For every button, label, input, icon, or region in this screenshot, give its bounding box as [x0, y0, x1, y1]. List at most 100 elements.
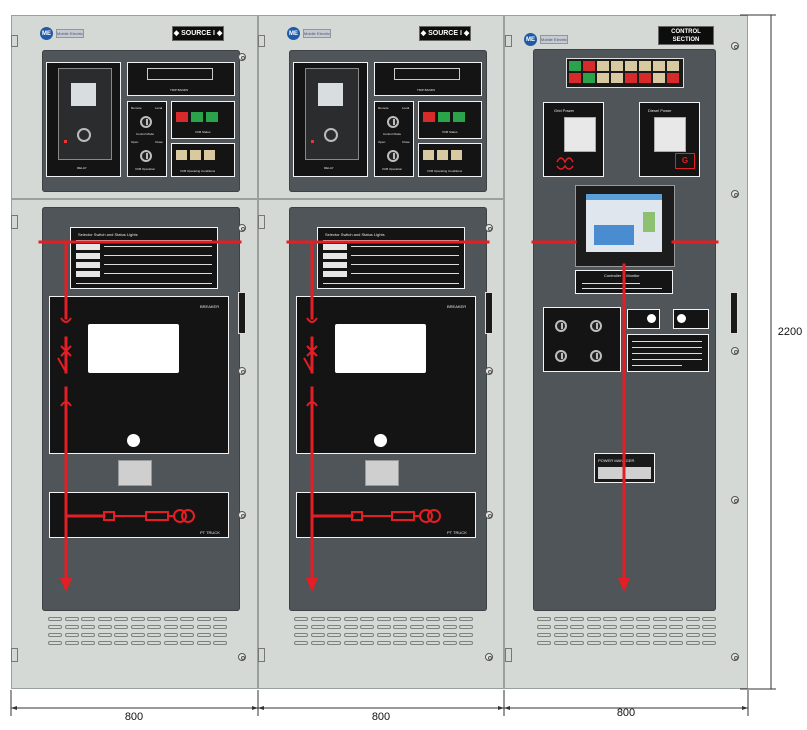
vent-slot [619, 641, 634, 645]
instruction-tag [323, 244, 347, 250]
breaker-window [335, 324, 426, 373]
vent-slot [147, 617, 161, 621]
vent-slot [537, 617, 551, 621]
vent-slot [64, 625, 79, 629]
vent-slot [360, 641, 374, 645]
vent-slot [426, 625, 440, 629]
diesel-power-label: Diesel Power [648, 108, 672, 113]
vent-slot [685, 617, 700, 621]
source-badge-label: SOURCE I [428, 30, 462, 37]
panel-screw [238, 653, 246, 661]
door-handle[interactable] [238, 292, 246, 334]
vent-slot [130, 633, 145, 637]
vent-slot [537, 625, 551, 629]
vent-slot [97, 625, 112, 629]
instruction-tag [76, 271, 100, 277]
vent-slot [294, 617, 308, 621]
controller-text [582, 283, 640, 284]
vent-slot [97, 641, 112, 645]
arrow-down-3 [618, 578, 630, 592]
vent-slot [360, 617, 374, 621]
vent-slot [48, 625, 62, 629]
vent-slot [636, 641, 650, 645]
control-mode-switch[interactable] [387, 116, 399, 128]
instruction-tag [323, 271, 347, 277]
vent-slot [114, 633, 128, 637]
instruction-text [104, 273, 212, 274]
vent-slot [570, 641, 584, 645]
dimension-width-3: 800 [616, 707, 636, 719]
panel-screw [238, 511, 246, 519]
remote-label: Remote [378, 106, 389, 110]
arrow-down-2 [306, 578, 318, 592]
logo-mark: ME [287, 27, 300, 40]
breaker-door [296, 296, 476, 454]
info-text [632, 347, 702, 348]
annunciator-lamp [569, 73, 581, 83]
vent-slot [81, 633, 95, 637]
vent-slot [586, 641, 601, 645]
selector-switch-block [543, 307, 621, 372]
vcb-operation-switch[interactable] [387, 150, 399, 162]
door-handle[interactable] [730, 292, 738, 334]
vent-slot [409, 617, 424, 621]
pt-coil-2b [427, 509, 441, 523]
vent-slot [669, 641, 683, 645]
conditions-label: VCB Operating Conditions [427, 169, 463, 173]
operation-label: VCB Operation [135, 167, 156, 171]
condition-lamp [204, 150, 215, 160]
instruction-text [104, 246, 212, 247]
racking-port[interactable] [374, 434, 387, 447]
selector-switch-2[interactable] [590, 320, 602, 332]
panel-screw [238, 224, 246, 232]
vent-slot [393, 617, 407, 621]
panel-screw [731, 42, 739, 50]
transformer-icon [556, 157, 574, 170]
vent-grille [537, 617, 722, 651]
vent-slot [48, 633, 62, 637]
vent-slot [81, 625, 95, 629]
vent-slot [294, 633, 308, 637]
instruction-tag [323, 262, 347, 268]
instruction-text [351, 264, 459, 265]
instruction-text [351, 246, 459, 247]
vent-slot [343, 625, 358, 629]
contact-bottom-2 [306, 401, 318, 407]
dim-arrow [504, 706, 510, 710]
vent-slot [442, 617, 457, 621]
vent-slot [702, 641, 716, 645]
control-mode-label: Control Mode [136, 132, 155, 136]
vent-slot [636, 633, 650, 637]
generator-symbol: G [675, 153, 695, 169]
switch-block [374, 101, 414, 177]
instruction-text [351, 273, 459, 274]
hinge [11, 648, 18, 662]
control-mode-switch[interactable] [140, 116, 152, 128]
relay-led [311, 140, 314, 143]
vent-slot [196, 633, 211, 637]
dimension-width-2: 800 [371, 711, 391, 723]
annunciator-lamp [583, 73, 595, 83]
status-label: VCB Status [442, 130, 458, 134]
vent-slot [213, 625, 227, 629]
pt-coil-2a [419, 509, 433, 523]
vent-slot [586, 625, 601, 629]
pt-fuse-2 [391, 511, 415, 521]
vent-slot [652, 641, 667, 645]
selector-switch-4[interactable] [590, 350, 602, 362]
selector-switch-1[interactable] [555, 320, 567, 332]
relay-keypad [77, 128, 91, 142]
vent-slot [409, 633, 424, 637]
vent-slot [97, 617, 112, 621]
vent-slot [147, 641, 161, 645]
vent-slot [130, 641, 145, 645]
selector-switch-3[interactable] [555, 350, 567, 362]
racking-port[interactable] [127, 434, 140, 447]
logo: ME Mobile Electric [287, 27, 331, 40]
door-handle[interactable] [485, 292, 493, 334]
contact-bottom-1 [60, 401, 72, 407]
vent-slot [702, 633, 716, 637]
info-text [632, 365, 682, 366]
vcb-operation-switch[interactable] [140, 150, 152, 162]
